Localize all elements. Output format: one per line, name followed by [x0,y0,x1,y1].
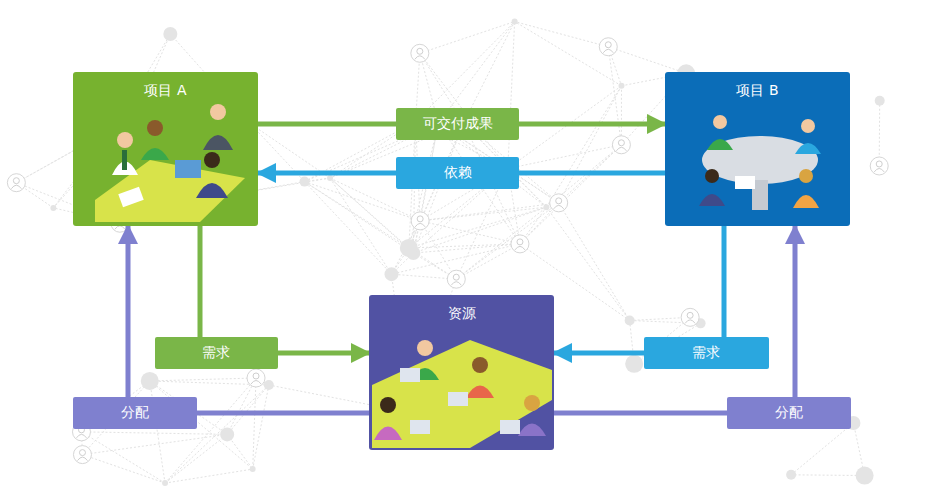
network-line [608,47,621,145]
network-line [250,124,330,178]
network-line [253,378,256,469]
meeting-illustration [699,115,821,210]
network-dot [220,427,234,441]
edge-label: 需求 [644,337,769,369]
edge-label: 需求 [155,337,278,369]
network-dot [543,204,549,210]
box-title: 项目 A [73,72,258,100]
network-line [879,101,880,166]
network-line [392,274,457,279]
network-dot [50,205,56,211]
person-icon [411,44,429,62]
network-line [608,47,686,74]
network-line [253,385,269,469]
network-dot [163,27,177,41]
network-line [508,22,515,169]
person-icon [411,212,429,230]
arrow-connector [200,226,369,353]
person-icon [73,446,91,464]
network-line [305,182,414,253]
network-line [456,207,546,279]
network-line [305,182,392,275]
network-line [791,474,864,476]
person-icon [681,308,699,326]
person-icon [550,194,568,212]
network-line [456,244,520,279]
arrow-connector [554,226,795,413]
network-line [81,432,165,483]
edge-label: 分配 [73,397,197,429]
box-title: 资源 [369,295,554,323]
network-line [150,378,256,381]
network-line [791,423,853,475]
meeting-illustration [95,104,245,222]
network-line [227,385,269,434]
network-line [515,22,622,86]
network-line [420,221,520,244]
network-line [515,22,609,47]
network-dot [385,267,399,281]
network-dot [327,175,333,181]
person-icon [247,369,265,387]
network-line [409,244,520,248]
person-icon [870,157,888,175]
network-dot [264,380,274,390]
edge-label: 依赖 [396,157,519,189]
network-line [413,207,546,253]
network-line [165,378,256,483]
network-dot [512,19,518,25]
network-dot [400,239,418,257]
network-dot [856,467,874,485]
edge-label: 可交付成果 [396,108,519,140]
network-dot [875,96,885,106]
network-line [227,378,256,434]
network-line [420,203,559,221]
person-icon [612,136,630,154]
arrow-connector [128,226,369,413]
network-line [330,178,413,253]
network-line [305,182,409,248]
network-dot [141,372,159,390]
network-line [165,469,253,483]
person-icon [599,38,617,56]
network-dot [625,355,643,373]
network-line [420,22,515,54]
network-line [559,203,630,321]
person-icon [447,270,465,288]
network-line [546,145,621,207]
network-line [416,22,515,122]
network-dot [625,316,635,326]
edge-label: 分配 [727,397,851,429]
network-line [520,145,621,244]
network-dot [162,480,168,486]
person-icon [7,174,25,192]
network-line [508,86,622,169]
box-title: 项目 B [665,72,850,100]
network-dot [786,470,796,480]
office-illustration [372,340,552,448]
network-line [546,207,629,320]
network-dot [250,466,256,472]
arrow-connector [554,226,724,353]
network-line [508,145,622,169]
network-line [82,455,165,483]
network-dot [300,177,310,187]
network-line [546,86,621,207]
network-line [413,244,520,253]
network-line [82,434,227,454]
network-dot [618,83,624,89]
person-icon [511,235,529,253]
